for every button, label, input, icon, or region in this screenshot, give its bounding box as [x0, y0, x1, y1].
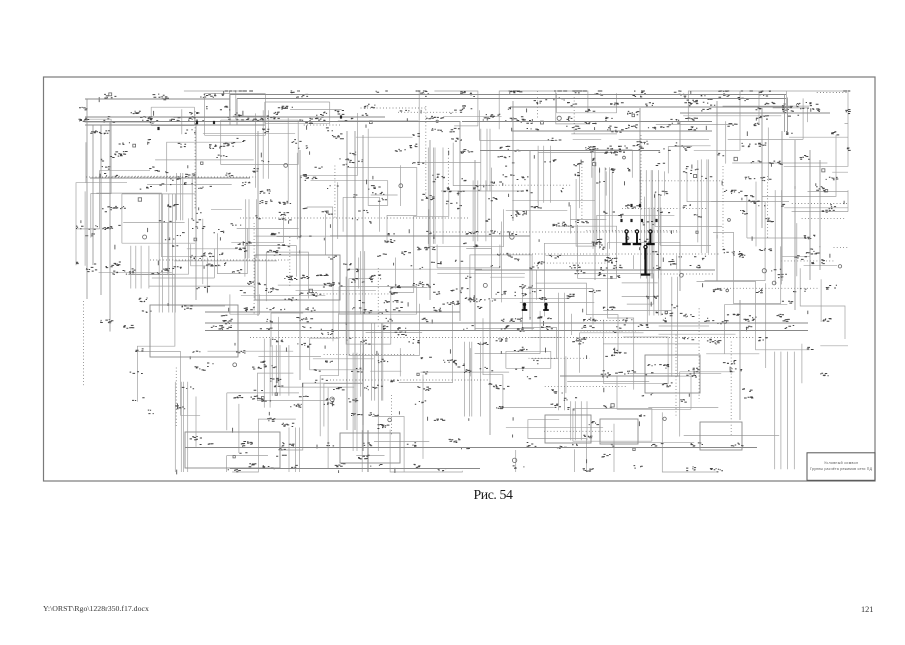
svg-text:Условный символ: Условный символ — [824, 461, 858, 465]
svg-text:Группы расчёта режимов сети ПД: Группы расчёта режимов сети ПД — [810, 467, 873, 471]
